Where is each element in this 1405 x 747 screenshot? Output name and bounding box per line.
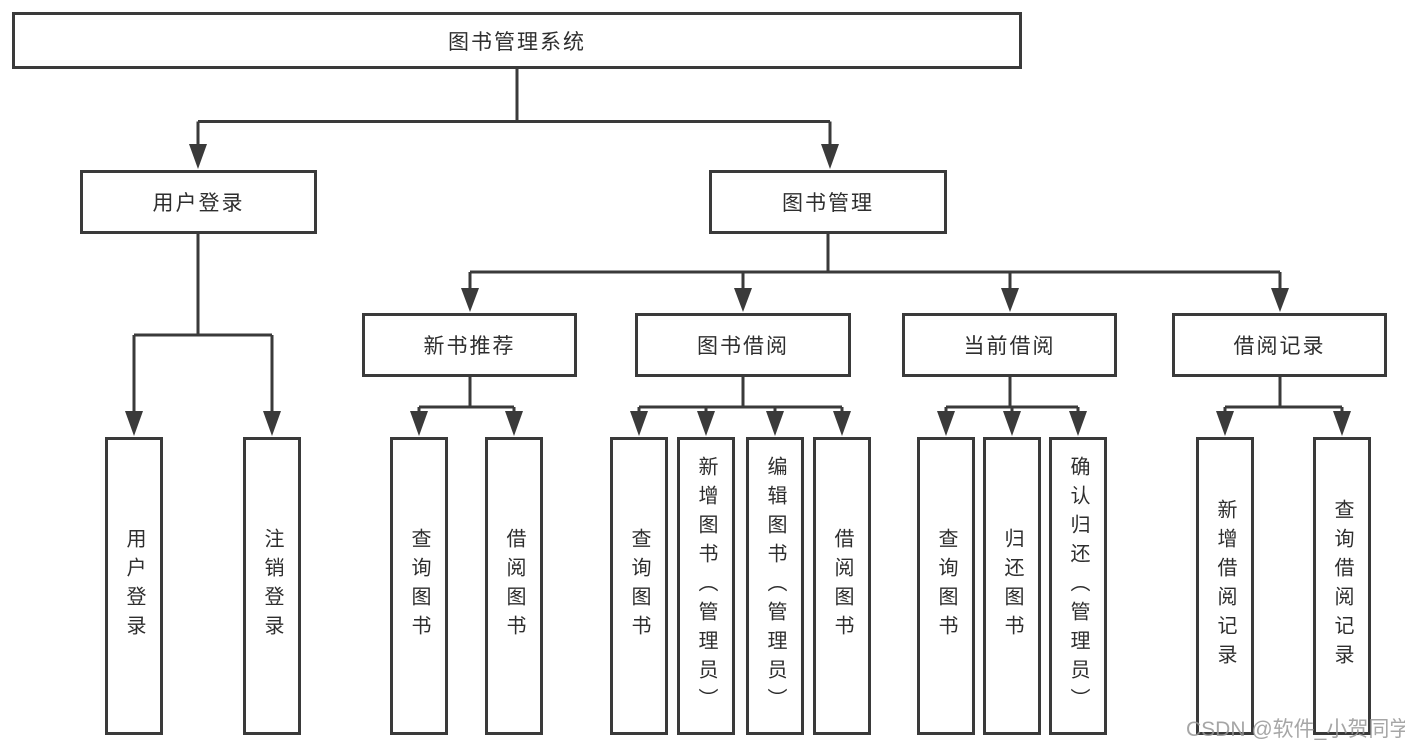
node-user-login: 用户登录 bbox=[80, 170, 317, 234]
node-label: 借阅图书 bbox=[831, 528, 853, 644]
leaf-query-books-current: 查询图书 bbox=[917, 437, 975, 735]
node-label: 查询图书 bbox=[408, 528, 430, 644]
leaf-return-books: 归还图书 bbox=[983, 437, 1041, 735]
node-label: 借阅图书 bbox=[503, 528, 525, 644]
node-current-borrowing: 当前借阅 bbox=[902, 313, 1117, 377]
leaf-query-books-recommend: 查询图书 bbox=[390, 437, 448, 735]
node-label: 新书推荐 bbox=[423, 335, 516, 358]
node-label: 查询图书 bbox=[935, 528, 957, 644]
node-label: 图书借阅 bbox=[697, 335, 789, 358]
leaf-query-borrow-record: 查询借阅记录 bbox=[1313, 437, 1371, 735]
node-label: 当前借阅 bbox=[963, 335, 1056, 358]
node-label: 借阅记录 bbox=[1233, 335, 1326, 358]
node-label: 新增图书（管理员） bbox=[695, 455, 717, 717]
node-borrowing-records: 借阅记录 bbox=[1172, 313, 1387, 377]
node-new-book-recommendation: 新书推荐 bbox=[362, 313, 577, 377]
leaf-query-books-borrowing: 查询图书 bbox=[610, 437, 668, 735]
node-label: 用户登录 bbox=[152, 192, 245, 215]
leaf-logout: 注销登录 bbox=[243, 437, 301, 735]
leaf-edit-book-admin: 编辑图书（管理员） bbox=[746, 437, 804, 735]
node-label: 归还图书 bbox=[1001, 528, 1023, 644]
leaf-borrow-books-borrowing: 借阅图书 bbox=[813, 437, 871, 735]
node-book-borrowing: 图书借阅 bbox=[635, 313, 851, 377]
node-label: 图书管理系统 bbox=[448, 30, 586, 54]
node-label: 用户登录 bbox=[123, 528, 145, 644]
node-label: 新增借阅记录 bbox=[1214, 499, 1236, 673]
leaf-add-book-admin: 新增图书（管理员） bbox=[677, 437, 735, 735]
node-book-management: 图书管理 bbox=[709, 170, 947, 234]
leaf-user-login: 用户登录 bbox=[105, 437, 163, 735]
node-label: 编辑图书（管理员） bbox=[764, 455, 786, 717]
leaf-confirm-return-admin: 确认归还（管理员） bbox=[1049, 437, 1107, 735]
node-library-system: 图书管理系统 bbox=[12, 12, 1022, 69]
node-label: 确认归还（管理员） bbox=[1067, 455, 1089, 717]
node-label: 图书管理 bbox=[782, 192, 874, 215]
csdn-watermark: CSDN @软件_小贺同学 bbox=[1186, 718, 1405, 741]
node-label: 注销登录 bbox=[261, 528, 283, 644]
leaf-add-borrow-record: 新增借阅记录 bbox=[1196, 437, 1254, 735]
node-label: 查询借阅记录 bbox=[1331, 499, 1353, 673]
node-label: 查询图书 bbox=[628, 528, 650, 644]
leaf-borrow-books-recommend: 借阅图书 bbox=[485, 437, 543, 735]
